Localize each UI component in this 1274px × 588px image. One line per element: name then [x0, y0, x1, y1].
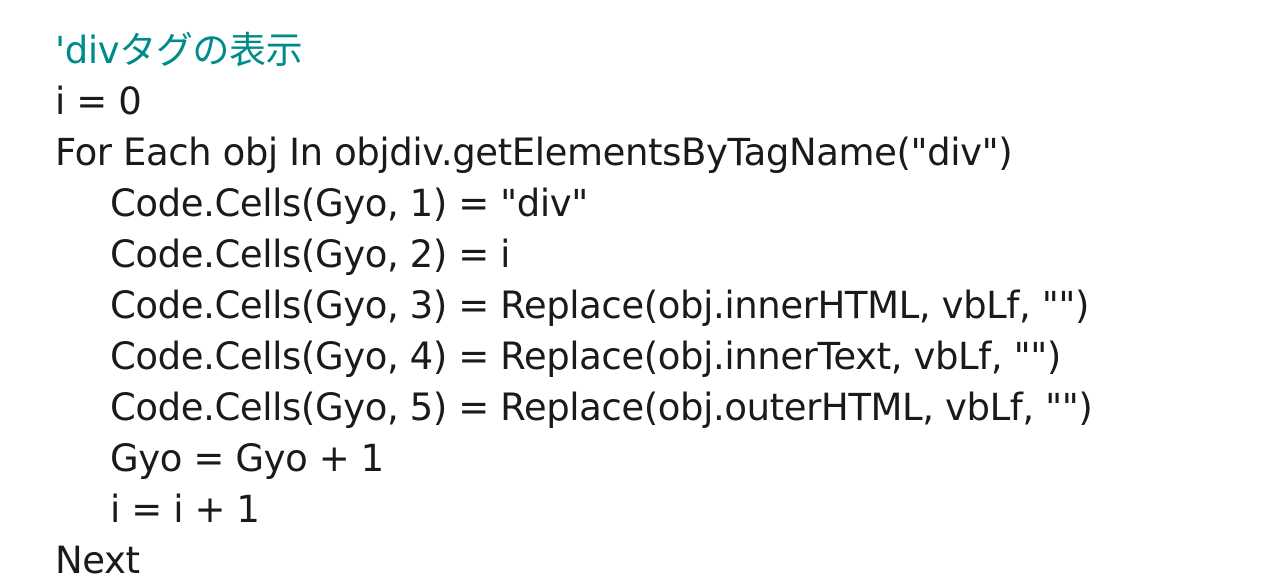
- code-block: 'divタグの表示 i = 0 For Each obj In objdiv.g…: [55, 20, 1265, 585]
- code-line: Code.Cells(Gyo, 5) = Replace(obj.outerHT…: [110, 386, 1093, 429]
- code-line: i = 0: [55, 80, 142, 123]
- code-line: Code.Cells(Gyo, 2) = i: [110, 233, 511, 276]
- code-line: Code.Cells(Gyo, 3) = Replace(obj.innerHT…: [110, 284, 1089, 327]
- code-line: Next: [55, 539, 140, 582]
- code-line: Code.Cells(Gyo, 4) = Replace(obj.innerTe…: [110, 335, 1061, 378]
- code-line: Code.Cells(Gyo, 1) = "div": [110, 182, 588, 225]
- code-line: For Each obj In objdiv.getElementsByTagN…: [55, 131, 1013, 174]
- comment-line: 'divタグの表示: [55, 29, 303, 72]
- code-line: i = i + 1: [110, 488, 260, 531]
- code-line: Gyo = Gyo + 1: [110, 437, 384, 480]
